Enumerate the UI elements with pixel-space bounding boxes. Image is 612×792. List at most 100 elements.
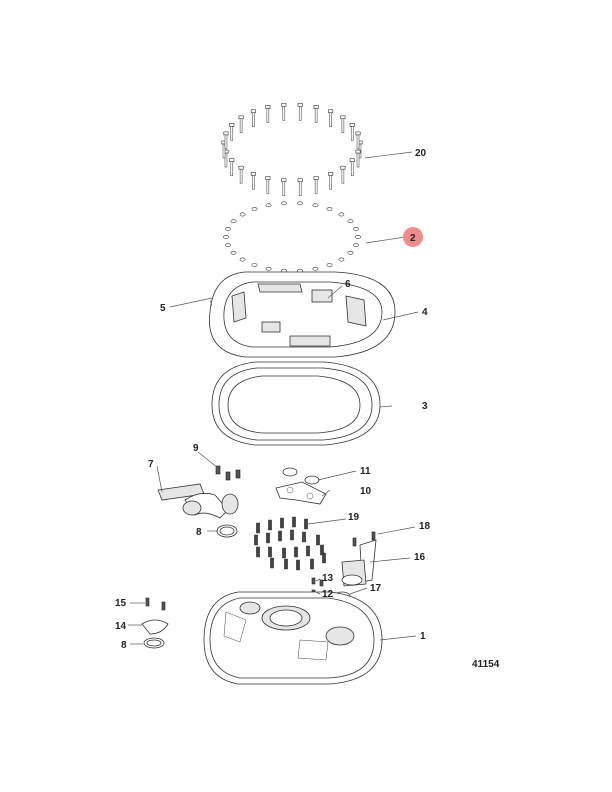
bolt-head bbox=[238, 165, 244, 170]
washer bbox=[265, 203, 272, 208]
highlight-circle bbox=[403, 227, 423, 247]
bolt-shank bbox=[298, 181, 302, 196]
nuts-part-11 bbox=[282, 467, 320, 485]
stud bbox=[278, 530, 282, 542]
callout-5: 5 bbox=[160, 303, 166, 314]
o-ring-part-8-lower bbox=[143, 637, 165, 649]
washer bbox=[230, 250, 237, 255]
callout-10: 10 bbox=[360, 486, 372, 497]
callout-8-lower: 8 bbox=[121, 640, 127, 651]
washer bbox=[355, 235, 361, 239]
stud bbox=[268, 519, 272, 531]
bolt-head bbox=[229, 158, 235, 162]
stud bbox=[292, 516, 296, 528]
bolt bbox=[229, 158, 235, 176]
callout-3: 3 bbox=[422, 401, 428, 412]
bolt-shank bbox=[230, 161, 234, 176]
washer bbox=[239, 257, 246, 262]
bolt bbox=[250, 171, 256, 190]
bolt-shank bbox=[356, 152, 360, 168]
bolt bbox=[238, 115, 244, 134]
stud bbox=[296, 559, 300, 571]
stud bbox=[306, 545, 310, 557]
washer-set-part-2 bbox=[223, 201, 361, 273]
washer bbox=[312, 266, 319, 271]
stud bbox=[320, 544, 324, 556]
stud bbox=[304, 518, 308, 530]
bolt-shank bbox=[266, 108, 270, 123]
studs-part-19 bbox=[254, 516, 326, 571]
bolt-head bbox=[328, 109, 334, 114]
bolt bbox=[281, 102, 287, 121]
bolt-head bbox=[250, 171, 256, 176]
stud bbox=[316, 534, 320, 546]
washer bbox=[347, 219, 354, 224]
stud bbox=[268, 546, 272, 558]
bolt-head bbox=[223, 131, 229, 136]
stud bbox=[266, 532, 270, 544]
bolt-head bbox=[281, 178, 287, 183]
stud bbox=[310, 558, 314, 570]
callout-19: 19 bbox=[348, 512, 360, 523]
tank-top-part-1 bbox=[203, 591, 383, 685]
bolt bbox=[250, 109, 256, 127]
bolt-head bbox=[340, 115, 346, 120]
washer bbox=[251, 207, 258, 211]
bolt-shank bbox=[252, 112, 255, 127]
bolt-shank bbox=[314, 179, 318, 194]
bolt-head bbox=[238, 115, 244, 120]
washer bbox=[281, 201, 287, 206]
washer bbox=[297, 201, 303, 206]
bolt bbox=[340, 115, 346, 134]
bolt bbox=[238, 165, 244, 184]
bolt-head bbox=[349, 123, 355, 127]
stud bbox=[256, 522, 260, 534]
washer bbox=[326, 207, 333, 211]
washer bbox=[347, 250, 354, 255]
screws-part-9 bbox=[215, 465, 241, 481]
stud bbox=[256, 546, 260, 558]
bolt-shank bbox=[239, 118, 243, 134]
bolt-shank bbox=[314, 108, 318, 123]
callout-17: 17 bbox=[370, 583, 382, 594]
bolt-shank bbox=[282, 106, 286, 121]
callout-20: 20 bbox=[415, 148, 427, 159]
bolt bbox=[297, 102, 303, 121]
bolt-shank bbox=[298, 106, 302, 121]
callout-16: 16 bbox=[414, 552, 426, 563]
callout-14: 14 bbox=[115, 621, 127, 632]
o-ring-part-8-upper bbox=[216, 524, 238, 538]
cap-part-14 bbox=[141, 619, 169, 635]
bolt bbox=[313, 105, 319, 123]
bolt-head bbox=[250, 109, 256, 114]
washer bbox=[326, 263, 333, 267]
bolt-shank bbox=[356, 134, 360, 150]
bolt-head bbox=[297, 102, 303, 107]
callout-18: 18 bbox=[419, 521, 431, 532]
bolt-shank bbox=[222, 143, 226, 159]
bolt-head bbox=[265, 176, 271, 180]
gasket-part-3 bbox=[211, 361, 381, 446]
stud bbox=[284, 558, 288, 570]
washer bbox=[353, 226, 359, 231]
callout-6: 6 bbox=[345, 279, 351, 290]
bolt bbox=[281, 178, 287, 196]
bolt bbox=[297, 178, 303, 196]
washer bbox=[230, 219, 237, 224]
mounting-ring-part-4 bbox=[209, 271, 396, 358]
stud bbox=[282, 547, 286, 559]
bolt-head bbox=[229, 123, 235, 127]
callout-1: 1 bbox=[420, 631, 426, 642]
washer bbox=[338, 212, 345, 217]
bolt bbox=[265, 176, 271, 194]
stud bbox=[254, 534, 258, 546]
bolt-shank bbox=[224, 134, 228, 150]
washer bbox=[225, 226, 231, 231]
bolt-shank bbox=[350, 126, 354, 141]
sender-part-16 bbox=[341, 539, 377, 587]
stud bbox=[270, 557, 274, 569]
stud bbox=[280, 517, 284, 529]
bolt-shank bbox=[329, 175, 332, 190]
bolt-head bbox=[340, 165, 346, 170]
